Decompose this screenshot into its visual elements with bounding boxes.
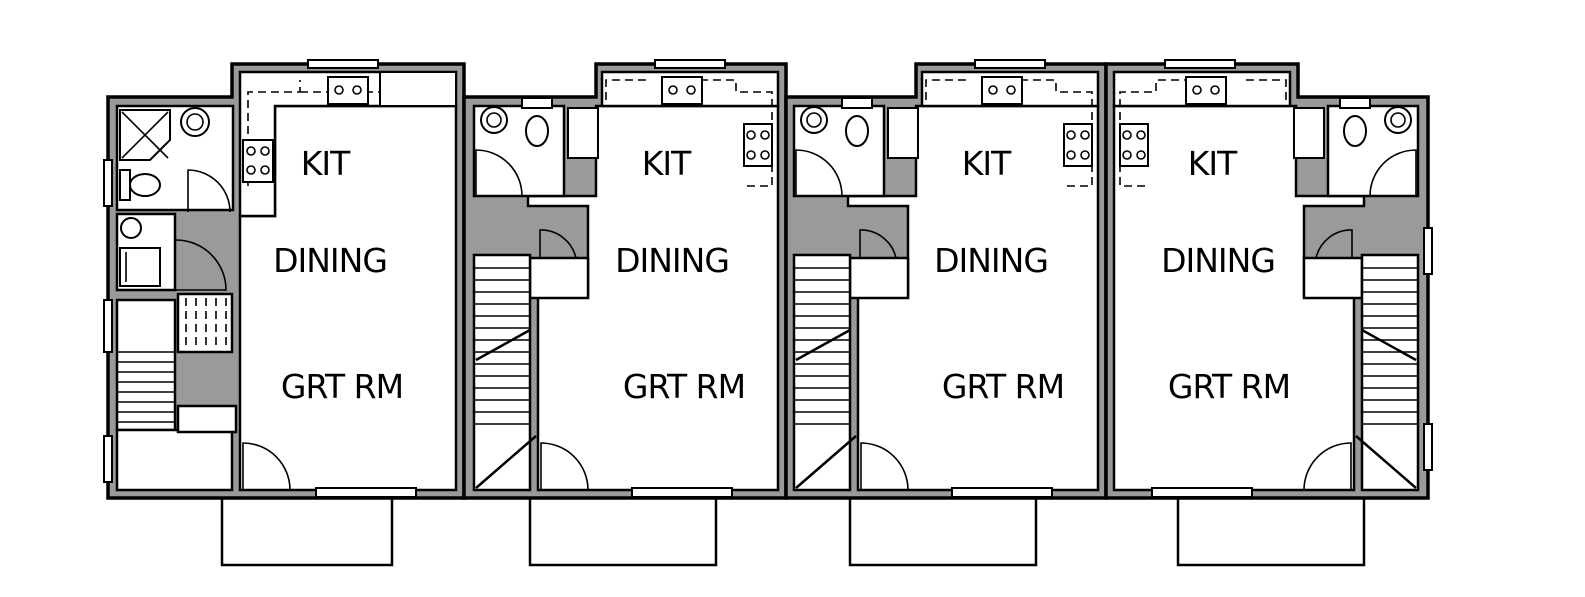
unit-4-toilet	[1343, 115, 1367, 147]
unit-1-entry-door	[242, 442, 291, 491]
porch-3	[848, 495, 1038, 567]
unit-3-toilet-tank	[841, 97, 873, 109]
unit-4-stair	[1360, 253, 1420, 492]
unit-4-kit-label: KIT	[1188, 144, 1238, 183]
porch-1	[220, 495, 394, 567]
unit-1-toilet-tank	[119, 169, 131, 201]
unit-4-entry-door	[1303, 442, 1352, 491]
unit-1-sink	[327, 76, 369, 105]
unit-1-window-right	[379, 71, 457, 107]
unit-1-laundry-door-swing	[175, 239, 227, 291]
unit-1-dining-label: DINING	[273, 241, 387, 280]
unit-4-pantry	[1293, 107, 1325, 159]
unit-4-lavatory	[1384, 106, 1412, 134]
unit-1-window-top	[307, 59, 379, 69]
unit-4: KIT DINING GRT RM	[1112, 59, 1420, 498]
unit-3-sink	[981, 76, 1023, 105]
unit-4-grtrm-label: GRT RM	[1168, 367, 1290, 406]
unit-1-range	[242, 139, 274, 183]
unit-3-grtrm-label: GRT RM	[942, 367, 1064, 406]
unit-3-dining-label: DINING	[934, 241, 1048, 280]
unit-3-range	[1063, 123, 1093, 167]
unit-4-range	[1119, 123, 1149, 167]
unit-2-toilet-tank	[521, 97, 553, 109]
unit-2-pantry	[567, 107, 599, 159]
unit-2-toilet	[525, 115, 549, 147]
unit-3-pantry	[887, 107, 919, 159]
unit-1-kit-label: KIT	[301, 144, 351, 183]
unit-3-kit-label: KIT	[962, 144, 1012, 183]
unit-2-lavatory	[480, 106, 508, 134]
unit-1-grtrm-label: GRT RM	[281, 367, 403, 406]
unit-4-closet	[1302, 256, 1364, 300]
porches	[220, 495, 1366, 567]
unit-3-bath-door-swing	[795, 149, 843, 197]
unit-2: KIT DINING GRT RM	[472, 59, 780, 498]
unit-2-bath-door-swing	[475, 149, 523, 197]
unit-1-bath-door-swing	[187, 169, 231, 213]
unit-1-stair-upper	[176, 292, 234, 354]
unit-4-sink	[1185, 76, 1227, 105]
unit-4-toilet-tank	[1339, 97, 1371, 109]
unit-1-toilet	[129, 173, 161, 197]
unit-3-toilet	[845, 115, 869, 147]
side-windows	[103, 159, 1433, 483]
unit-1-front-window	[315, 487, 417, 498]
unit-3-front-window	[951, 487, 1053, 498]
unit-2-closet	[528, 256, 590, 300]
unit-3-window-top	[974, 59, 1046, 69]
unit-2-stair	[472, 253, 532, 492]
unit-3-closet	[848, 256, 910, 300]
unit-2-entry-door	[540, 442, 589, 491]
unit-2-kit-label: KIT	[642, 144, 692, 183]
unit-1-water-heater	[120, 217, 142, 239]
unit-4-window-top	[1164, 59, 1236, 69]
unit-4-bath-door-swing	[1369, 149, 1417, 197]
unit-2-front-window	[631, 487, 733, 498]
porch-2	[528, 495, 718, 567]
unit-4-great-room	[1112, 104, 1366, 492]
unit-1-lavatory	[180, 107, 210, 137]
unit-2-dining-label: DINING	[615, 241, 729, 280]
unit-1-stair-lower	[115, 298, 177, 432]
unit-3-entry-door	[860, 442, 909, 491]
unit-3-lavatory	[800, 106, 828, 134]
unit-4-front-window	[1151, 487, 1253, 498]
unit-2-range	[743, 123, 773, 167]
unit-3: KIT DINING GRT RM	[792, 59, 1100, 498]
porch-4	[1176, 495, 1366, 567]
unit-2-sink	[661, 76, 703, 105]
unit-2-grtrm-label: GRT RM	[623, 367, 745, 406]
unit-2-window-top	[654, 59, 726, 69]
unit-1-landing	[115, 428, 234, 492]
unit-3-stair	[792, 253, 852, 492]
unit-4-dining-label: DINING	[1161, 241, 1275, 280]
unit-1: KIT DINING GRT RM	[115, 59, 458, 498]
